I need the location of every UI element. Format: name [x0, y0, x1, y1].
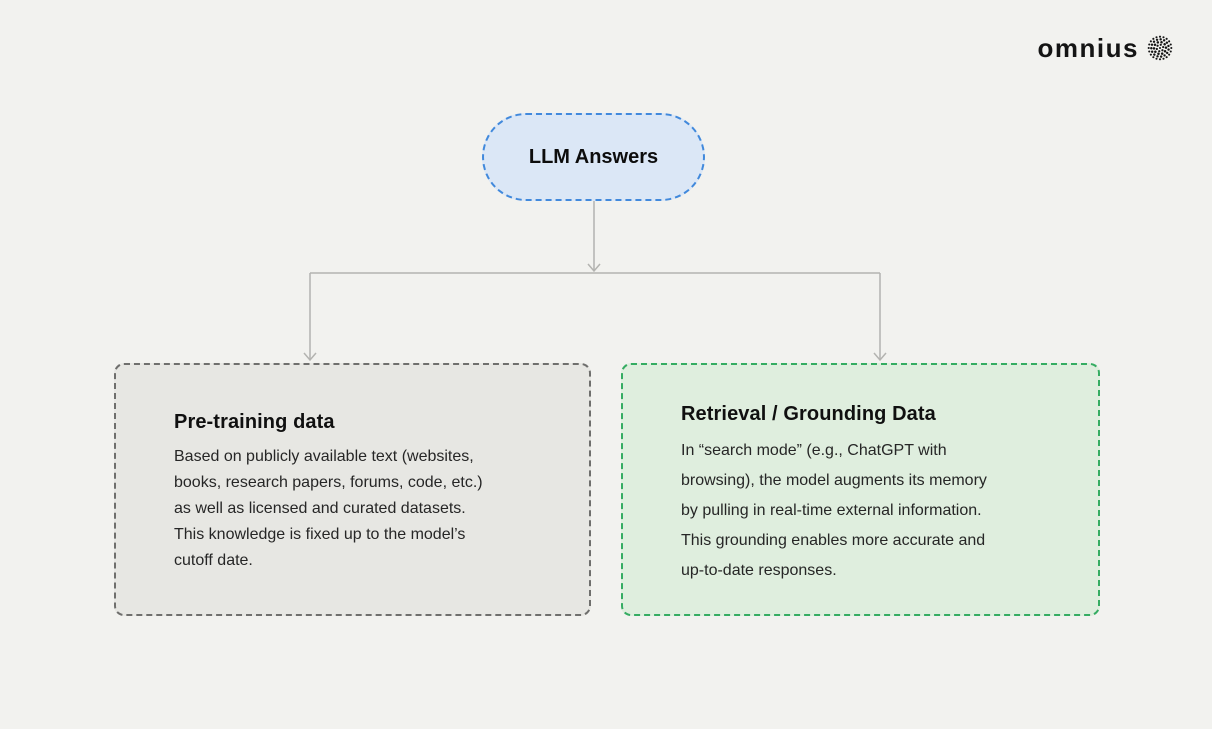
branch-body: Based on publicly available text (websit…	[174, 448, 483, 569]
node-retrieval-grounding-data: Retrieval / Grounding Data In “search mo…	[621, 363, 1100, 616]
node-llm-answers: LLM Answers	[482, 113, 705, 201]
branch-body: In “search mode” (e.g., ChatGPT with bro…	[681, 442, 987, 579]
logo: omnius	[1038, 34, 1174, 62]
arrow-down-icon	[587, 263, 601, 273]
arrow-down-icon	[303, 352, 317, 362]
dotted-globe-icon	[1147, 35, 1173, 61]
arrow-down-icon	[873, 352, 887, 362]
branch-title: Pre-training data	[174, 411, 335, 433]
node-pretraining-data: Pre-training data Based on publicly avai…	[114, 363, 591, 616]
branch-title: Retrieval / Grounding Data	[681, 403, 936, 425]
logo-text: omnius	[1037, 33, 1139, 63]
node-label: LLM Answers	[528, 145, 659, 168]
